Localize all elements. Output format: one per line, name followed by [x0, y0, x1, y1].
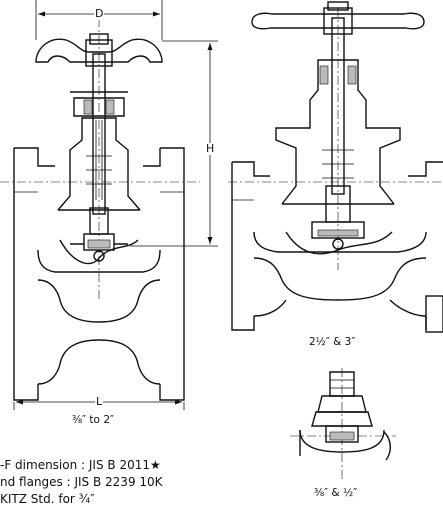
- left-valve-drawing: [0, 0, 218, 410]
- caption-mid-valve: 2½″ & 3″: [309, 336, 356, 348]
- note-line-3: KITZ Std. for ¾″: [0, 492, 95, 506]
- note-line-2: nd flanges : JIS B 2239 10K: [0, 475, 163, 489]
- right-valve-drawing: [228, 1, 443, 333]
- note-line-1: -F dimension : JIS B 2011★: [0, 458, 161, 472]
- dimension-d-label: D: [94, 7, 105, 20]
- caption-tiny-valve: ⅜″ & ½″: [314, 487, 358, 499]
- dimension-h-label: H: [205, 142, 216, 155]
- caption-small-valve: ⅜″ to 2″: [72, 414, 114, 426]
- dimension-l-label: L: [95, 395, 104, 408]
- tiny-valve-drawing: [290, 368, 396, 480]
